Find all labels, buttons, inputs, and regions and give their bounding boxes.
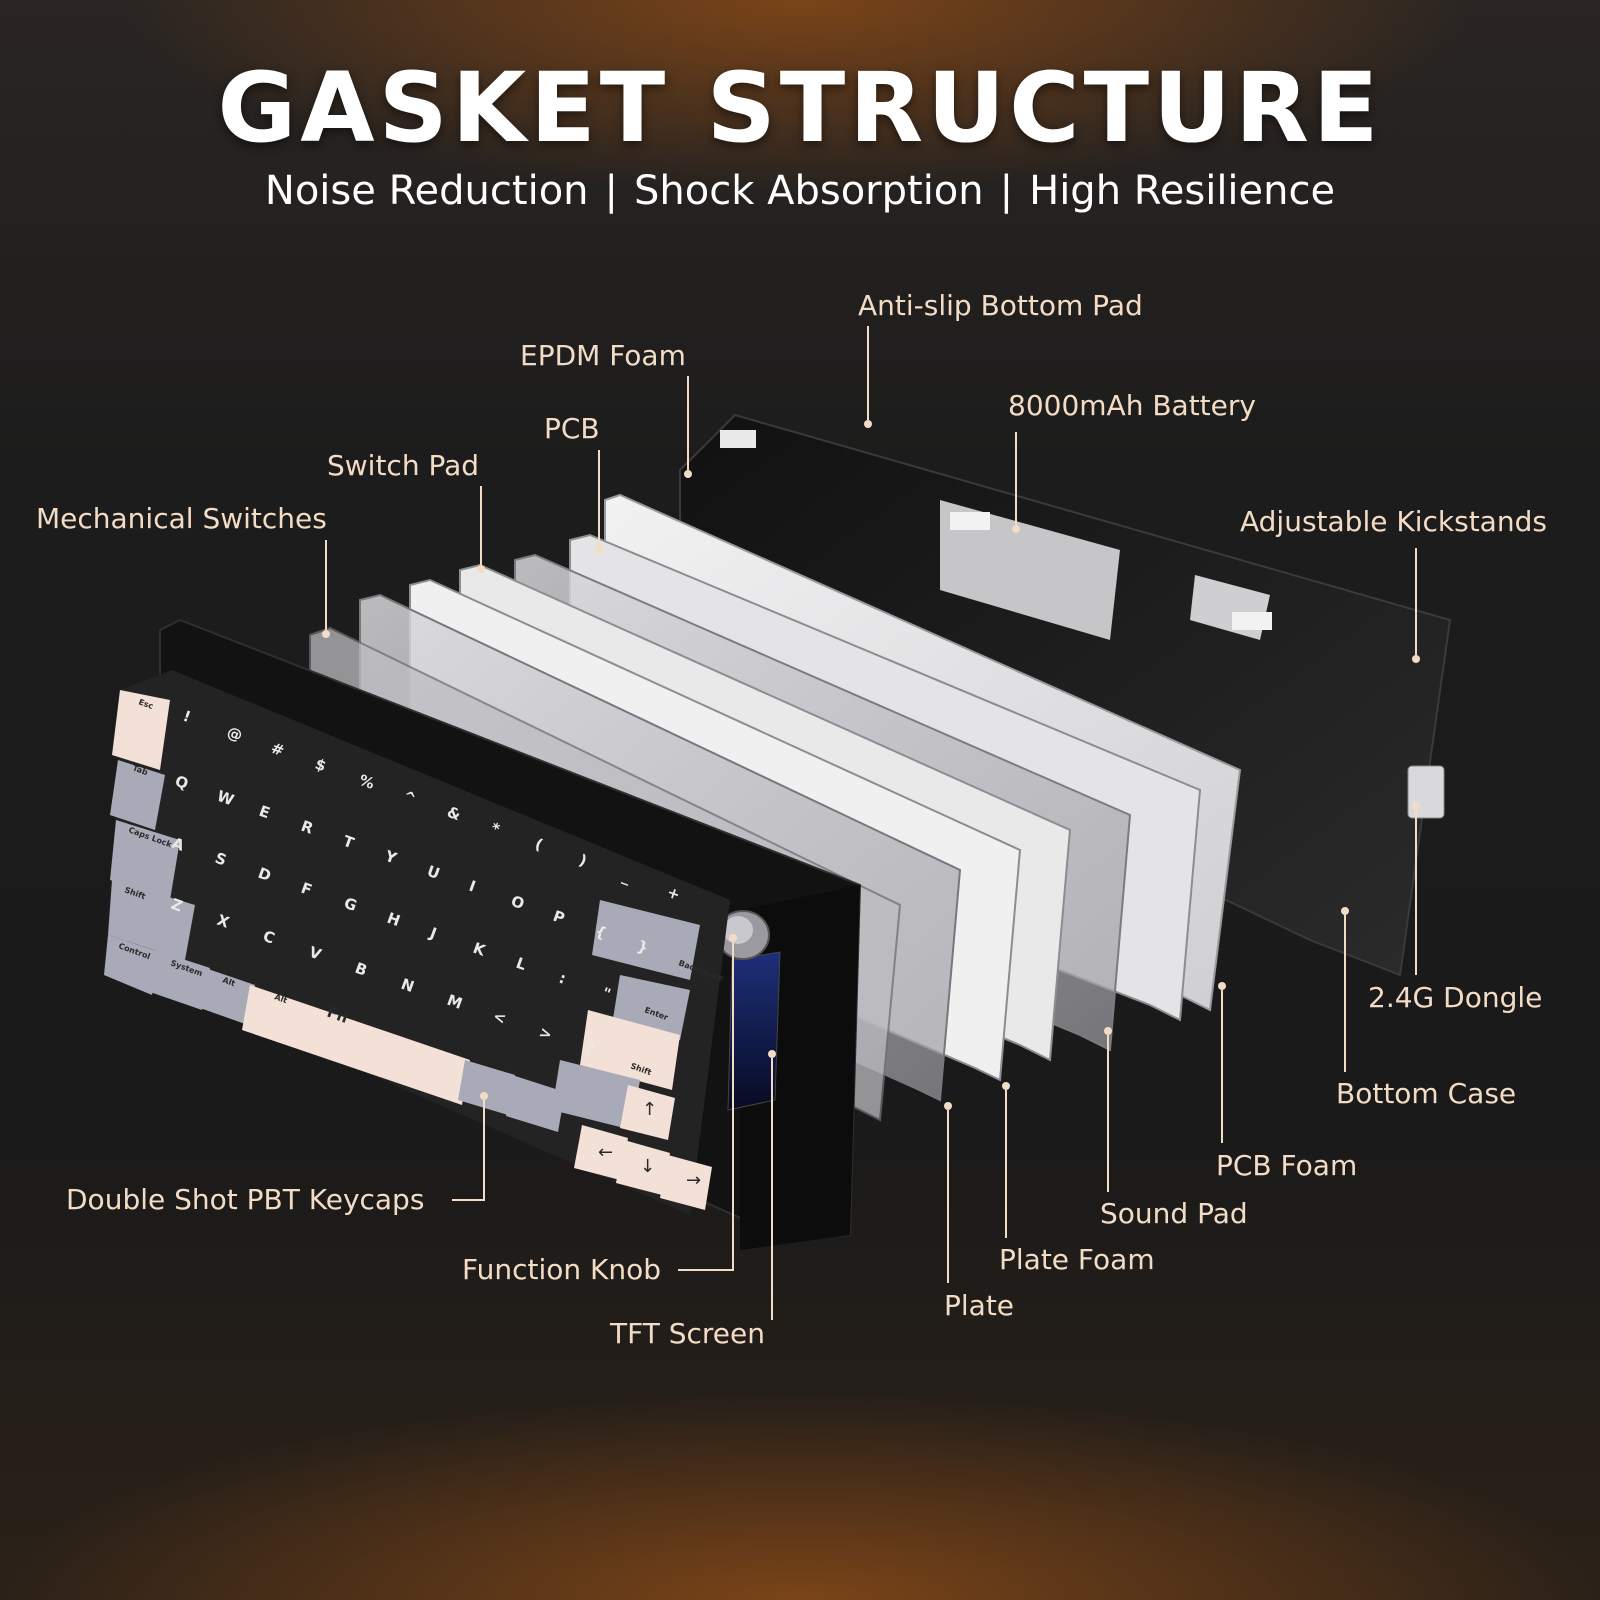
tft-screen-shape <box>727 951 781 1111</box>
keycap-legend: Q <box>173 772 191 793</box>
keycap-legend: + <box>665 883 683 904</box>
keycap-legend: D <box>256 864 274 885</box>
leader-lines <box>325 326 1417 1320</box>
keycap-legend: @ <box>225 723 245 745</box>
arrow-key-legend: ↑ <box>642 1099 657 1120</box>
battery-block <box>940 500 1120 640</box>
keycap-legend: < <box>491 1007 509 1028</box>
esc-keycap <box>112 690 170 770</box>
keycap-legend: I <box>467 877 478 896</box>
keycap-legend: # <box>269 739 287 760</box>
keycap-legend: N <box>399 975 417 996</box>
keycap-legend: W <box>215 787 237 810</box>
arrow-key-legend: ↓ <box>640 1156 655 1177</box>
keycap-legend: % <box>357 771 377 793</box>
label-tft-screen: TFT Screen <box>610 1317 765 1350</box>
feature-subtitle: Noise Reduction | Shock Absorption | High Re… <box>0 168 1600 214</box>
keycap-legend: H <box>385 909 403 930</box>
dongle-shape <box>1407 765 1445 819</box>
keycap-legend: ^ <box>401 787 419 808</box>
label-epdm-foam: EPDM Foam <box>520 339 686 372</box>
label-keycaps: Double Shot PBT Keycaps <box>66 1183 425 1216</box>
keycap-legend: Alt <box>273 992 288 1005</box>
anti-slip-pad-shape <box>720 430 756 448</box>
label-adjustable-kickstands: Adjustable Kickstands <box>1240 505 1547 538</box>
label-mechanical-switches: Mechanical Switches <box>36 502 327 535</box>
keycap-legend: U <box>425 862 443 883</box>
feature-shock-absorption: Shock Absorption <box>634 168 984 214</box>
label-function-knob: Function Knob <box>462 1253 662 1286</box>
leader-dots <box>322 420 1420 1110</box>
keycap-legend: O <box>509 892 527 913</box>
label-dongle: 2.4G Dongle <box>1368 981 1543 1014</box>
feature-high-resilience: High Resilience <box>1029 168 1336 214</box>
keycap-legend: & <box>445 803 463 824</box>
arrow-key-legend: ← <box>598 1142 613 1163</box>
separator: | <box>999 168 1014 214</box>
spacebar-keycap <box>242 985 470 1105</box>
label-pcb: PCB <box>544 412 600 445</box>
label-pcb-foam: PCB Foam <box>1216 1149 1358 1182</box>
label-plate: Plate <box>944 1289 1015 1322</box>
separator: | <box>604 168 619 214</box>
label-battery: 8000mAh Battery <box>1008 389 1256 422</box>
label-switch-pad: Switch Pad <box>327 449 480 482</box>
keycap-legend: Alt <box>221 975 236 988</box>
keycap-legend: : <box>557 969 569 988</box>
feature-noise-reduction: Noise Reduction <box>264 168 589 214</box>
label-anti-slip-bottom-pad: Anti-slip Bottom Pad <box>858 289 1143 322</box>
keycap-legend: > <box>537 1023 555 1044</box>
label-plate-foam: Plate Foam <box>999 1243 1155 1276</box>
label-bottom-case: Bottom Case <box>1336 1077 1517 1110</box>
keycap-legend: M <box>445 991 465 1013</box>
keycap-legend: G <box>342 894 360 915</box>
arrow-key-legend: → <box>686 1170 701 1191</box>
page-title: GASKET STRUCTURE <box>217 52 1383 164</box>
keycap-field <box>104 670 730 1215</box>
label-sound-pad: Sound Pad <box>1100 1197 1248 1230</box>
